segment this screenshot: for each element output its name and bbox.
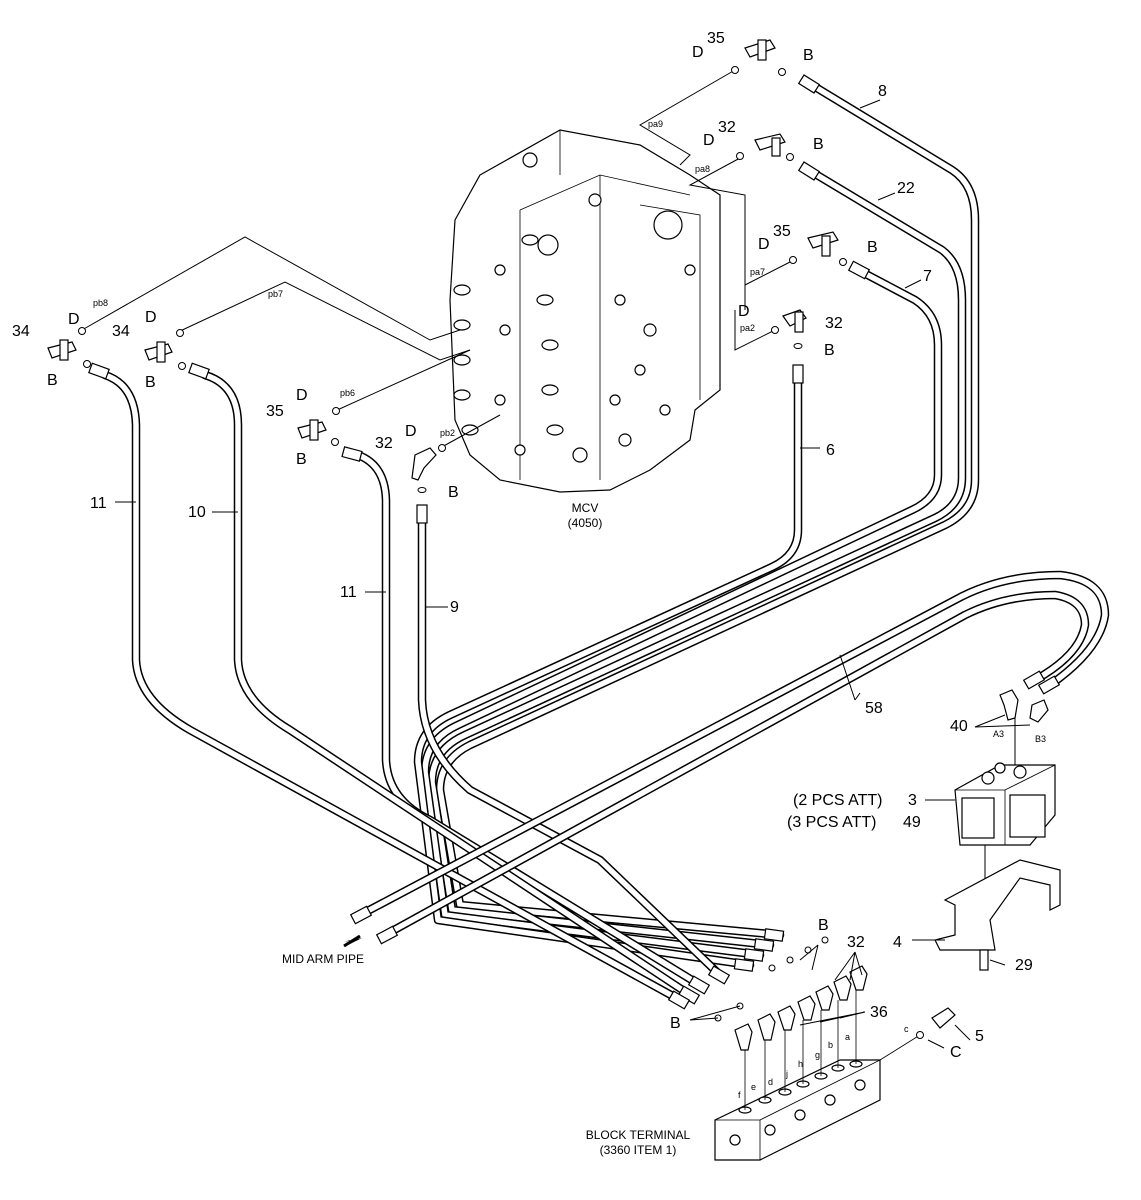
fittings-left xyxy=(47,327,446,493)
callout-35-left: 35 xyxy=(266,403,284,420)
port-b3: B3 xyxy=(1035,734,1046,744)
hose-bundle xyxy=(100,80,1110,1005)
callout-32-top: 32 xyxy=(718,119,736,136)
callout-d-top3: D xyxy=(758,236,770,253)
mounting-bracket xyxy=(934,859,1061,971)
terminal-h: h xyxy=(798,1059,803,1069)
assembly-labels: MCV (4050) MID ARM PIPE BLOCK TERMINAL (… xyxy=(282,501,883,1157)
callout-34-mid: 34 xyxy=(112,323,130,340)
port-pa8: pa8 xyxy=(695,164,710,174)
callout-b-left3: B xyxy=(296,451,307,468)
callout-11-left: 11 xyxy=(90,495,107,512)
terminal-g: g xyxy=(815,1050,820,1060)
callout-d-left2: D xyxy=(145,309,157,326)
callout-b-top1: B xyxy=(803,47,814,64)
callout-58: 58 xyxy=(865,700,883,717)
hose-end-fittings xyxy=(88,74,1061,1010)
callout-d-top1: D xyxy=(692,44,704,61)
callout-b-top3: B xyxy=(867,239,878,256)
callout-32-right: 32 xyxy=(825,315,843,332)
port-pb6: pb6 xyxy=(340,388,355,398)
callout-leaders xyxy=(115,99,1031,1049)
att-two-pcs: (2 PCS ATT) xyxy=(793,792,883,809)
mid-arm-pipe-label: MID ARM PIPE xyxy=(282,952,364,966)
callout-c: C xyxy=(950,1044,962,1061)
callout-29: 29 xyxy=(1015,957,1033,974)
callout-b-left2: B xyxy=(145,374,156,391)
port-labels: pa9 pa8 pa7 pa2 pb8 pb7 pb6 pb2 A3 B3 xyxy=(93,119,1046,744)
fittings-top xyxy=(731,39,847,349)
callout-d-top4: D xyxy=(738,303,750,320)
callout-22: 22 xyxy=(897,180,915,197)
port-pb2: pb2 xyxy=(440,428,455,438)
callout-b-top2: B xyxy=(813,136,824,153)
callout-34-left: 34 xyxy=(12,323,30,340)
part-callouts: 35 D B 8 32 D B 22 35 D B 7 D 32 B 6 34 … xyxy=(12,30,1033,1061)
callout-4: 4 xyxy=(893,934,902,951)
callout-d-top2: D xyxy=(703,132,715,149)
callout-32-left: 32 xyxy=(375,435,393,452)
terminal-c: c xyxy=(904,1024,909,1034)
port-pb7: pb7 xyxy=(268,289,283,299)
port-pa7: pa7 xyxy=(750,267,765,277)
callout-36: 36 xyxy=(870,1004,888,1021)
mcv-ref: (4050) xyxy=(568,516,603,530)
terminal-ports xyxy=(729,1060,866,1146)
block-terminal-ref: (3360 ITEM 1) xyxy=(600,1143,677,1157)
callout-8: 8 xyxy=(878,83,887,100)
callout-6: 6 xyxy=(826,442,835,459)
callout-b-left4: B xyxy=(448,484,459,501)
callout-b-left1: B xyxy=(47,372,58,389)
mcv-name: MCV xyxy=(572,501,599,515)
valve-spool-caps xyxy=(453,152,696,463)
block-terminal xyxy=(714,990,921,1161)
port-pa2: pa2 xyxy=(740,323,755,333)
att-valve-assembly xyxy=(954,689,1056,950)
callout-35-top: 35 xyxy=(707,30,725,47)
callout-b-right: B xyxy=(818,917,829,934)
port-pb8: pb8 xyxy=(93,298,108,308)
elbow-fittings-36 xyxy=(734,965,868,1051)
att-three-pcs: (3 PCS ATT) xyxy=(787,814,877,831)
callout-d-left4: D xyxy=(405,423,417,440)
port-pa9: pa9 xyxy=(648,119,663,129)
callout-10: 10 xyxy=(188,504,206,521)
callout-3: 3 xyxy=(908,792,917,809)
block-terminal-name: BLOCK TERMINAL xyxy=(586,1128,691,1142)
terminal-b: b xyxy=(828,1040,833,1050)
fitting-5 xyxy=(931,1007,956,1029)
callout-d-left3: D xyxy=(296,387,308,404)
port-a3: A3 xyxy=(993,729,1004,739)
terminal-f: f xyxy=(738,1090,741,1100)
callout-b-top4: B xyxy=(824,342,835,359)
terminal-letters: f e d j h g b a c xyxy=(738,1024,909,1100)
callout-11-center: 11 xyxy=(340,584,357,601)
terminal-d: d xyxy=(768,1077,773,1087)
terminal-e: e xyxy=(751,1082,756,1092)
terminal-a: a xyxy=(845,1032,850,1042)
mcv-valve-body xyxy=(449,129,721,493)
callout-40: 40 xyxy=(950,718,968,735)
pilot-port-leaders xyxy=(81,69,791,449)
callout-49: 49 xyxy=(903,814,921,831)
terminal-j: j xyxy=(785,1069,788,1079)
callout-b-lower: B xyxy=(670,1015,681,1032)
callout-d-left1: D xyxy=(68,311,80,328)
callout-32-terminal: 32 xyxy=(847,934,865,951)
callout-35-mid: 35 xyxy=(773,223,791,240)
callout-7: 7 xyxy=(923,268,932,285)
callout-9: 9 xyxy=(450,599,459,616)
mid-arm-pipe-arrow xyxy=(343,934,362,948)
callout-5: 5 xyxy=(975,1028,984,1045)
